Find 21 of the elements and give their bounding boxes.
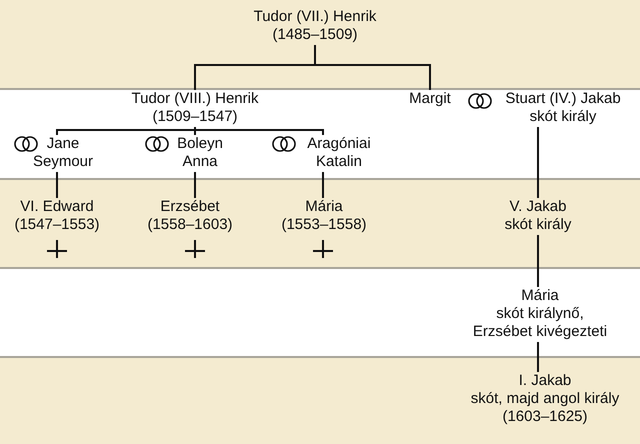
person-name: Erzsébet (1558–1603) [147, 198, 233, 234]
connector-line [56, 127, 196, 135]
connector-line [322, 172, 324, 198]
person-name: VI. Edward (1547–1553) [14, 198, 100, 234]
person-name: Aragóniai Katalin [307, 135, 371, 171]
connector-line [537, 342, 539, 372]
person-name: Mária skót királynő, Erzsébet kivégezteti [472, 287, 608, 341]
person-name: Stuart (IV.) Jakab skót király [505, 90, 621, 126]
connector-line [56, 172, 58, 198]
person-name: V. Jakab skót király [504, 198, 572, 234]
person-name: Boleyn Anna [177, 135, 223, 171]
connector-line [537, 235, 539, 287]
person-name: Margit [409, 90, 451, 108]
connector-line [194, 127, 324, 135]
person-name: Tudor (VIII.) Henrik (1509–1547) [132, 90, 258, 126]
person-name: I. Jakab skót, majd angol király (1603–1625) [470, 372, 620, 426]
connector-line [537, 127, 539, 198]
person-name: Jane Seymour [32, 135, 94, 171]
person-name: Mária (1553–1558) [281, 198, 367, 234]
connector-line [194, 172, 196, 198]
person-name: Tudor (VII.) Henrik (1485–1509) [254, 8, 376, 44]
